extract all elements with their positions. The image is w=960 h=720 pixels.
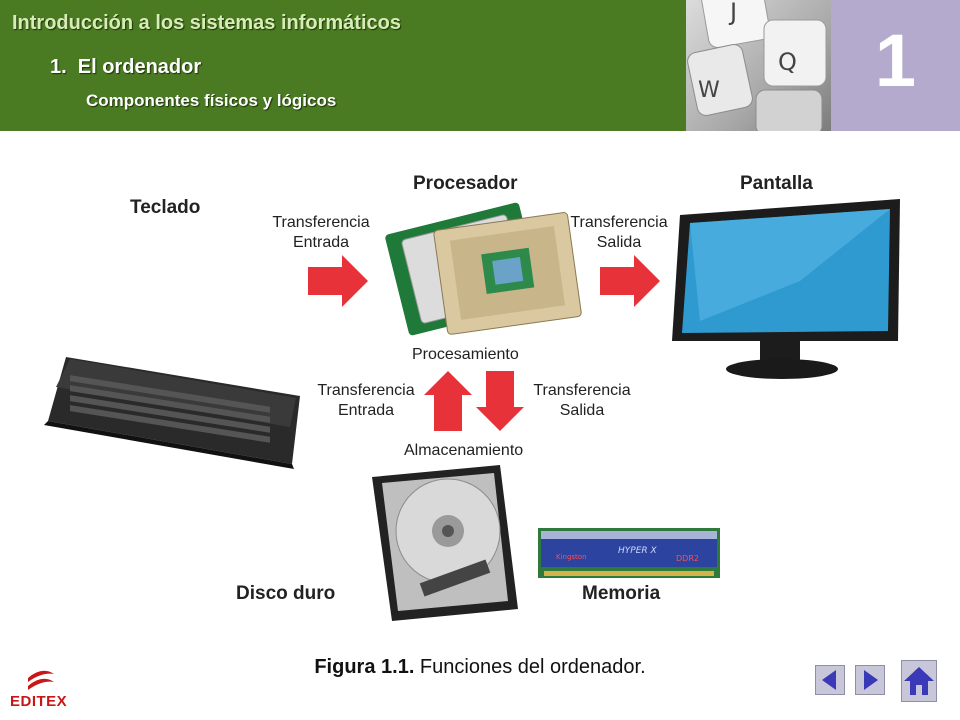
figure-number: Figura 1.1.	[314, 656, 415, 678]
arrow-processing-to-storage	[476, 371, 524, 431]
header-title: Introducción a los sistemas informáticos	[12, 12, 401, 34]
transfer-arrows	[308, 255, 660, 431]
processor-label: Procesador	[413, 173, 518, 194]
transfer-output-label-bottom: Transferencia Salida	[533, 382, 631, 419]
transfer-input-label-bottom: Transferencia Entrada	[317, 382, 415, 419]
memory-image: HYPER X Kingston DDR2	[538, 528, 720, 578]
home-button[interactable]	[901, 660, 937, 702]
arrow-keyboard-to-processor	[308, 255, 368, 307]
screen-label: Pantalla	[740, 173, 813, 194]
svg-text:W: W	[698, 78, 720, 103]
memory-label: Memoria	[582, 583, 661, 604]
home-icon	[904, 667, 934, 695]
editex-logo	[10, 668, 74, 712]
previous-slide-button[interactable]	[815, 665, 845, 695]
monitor-image	[672, 199, 900, 379]
slide-header: Introducción a los sistemas informáticos…	[0, 0, 686, 131]
figure-text: Funciones del ordenador.	[414, 656, 646, 678]
keyboard-keys-photo: J Q W	[686, 0, 831, 131]
triangle-right-icon	[864, 670, 878, 690]
svg-text:DDR2: DDR2	[676, 554, 699, 563]
keyboard-label: Teclado	[130, 197, 201, 218]
hard-disk-image	[372, 465, 518, 621]
chapter-badge: 1	[831, 0, 960, 131]
svg-text:J: J	[728, 0, 737, 26]
hard-disk-label: Disco duro	[236, 583, 336, 604]
triangle-left-icon	[822, 670, 836, 690]
storage-label: Almacenamiento	[404, 442, 524, 459]
chapter-number: 1	[874, 19, 917, 102]
svg-text:Kingston: Kingston	[556, 553, 587, 561]
header-subtitle: Componentes físicos y lógicos	[86, 91, 337, 110]
computer-functions-diagram: HYPER X Kingston DDR2 Teclado Procesador…	[0, 131, 960, 631]
processor-image	[385, 202, 582, 336]
next-slide-button[interactable]	[855, 665, 885, 695]
keyboard-image	[44, 357, 300, 469]
arrow-processor-to-screen	[600, 255, 660, 307]
header-section: 1. El ordenador	[50, 56, 202, 78]
transfer-input-label-left: Transferencia Entrada	[272, 214, 370, 251]
arrow-storage-to-processing	[424, 371, 472, 431]
transfer-output-label-right: Transferencia Salida	[570, 214, 668, 251]
svg-text:Q: Q	[778, 48, 797, 76]
editex-logo-text: EDITEX	[10, 693, 68, 710]
processing-label: Procesamiento	[412, 346, 519, 363]
figure-caption: Figura 1.1. Funciones del ordenador.	[0, 656, 960, 679]
svg-text:HYPER X: HYPER X	[618, 546, 657, 556]
